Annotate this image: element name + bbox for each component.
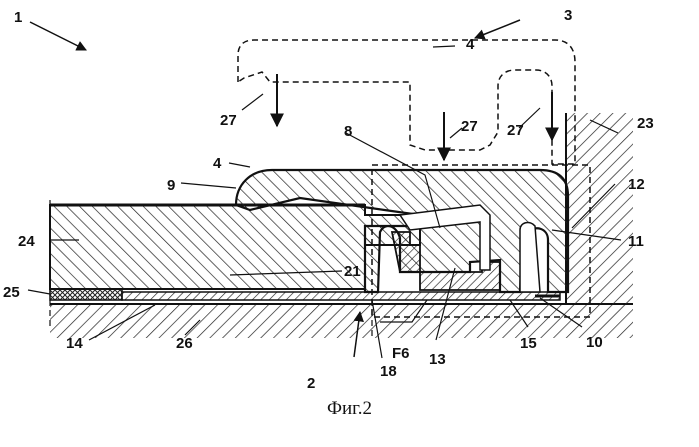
label-9: 9 [167, 177, 175, 194]
label-2: 2 [307, 375, 315, 392]
subfloor-26 [50, 304, 633, 338]
underlay-25 [50, 289, 122, 300]
label-1: 1 [14, 9, 22, 26]
label-8: 8 [344, 123, 352, 140]
label-27-middle: 27 [461, 118, 478, 135]
label-15: 15 [520, 335, 537, 352]
label-11: 11 [628, 233, 644, 250]
label-4-top: 4 [466, 36, 475, 53]
label-3: 3 [564, 7, 572, 24]
label-10: 10 [586, 334, 603, 351]
label-27-right: 27 [507, 122, 524, 139]
clip-11 [520, 223, 540, 292]
label-12: 12 [628, 176, 645, 193]
label-21: 21 [344, 263, 361, 280]
label-F6: F6 [392, 345, 410, 362]
label-27-left: 27 [220, 112, 237, 129]
label-23: 23 [637, 115, 654, 132]
label-4-profile: 4 [213, 155, 222, 172]
wall-23 [566, 113, 633, 304]
label-13: 13 [429, 351, 446, 368]
cover-outline-3 [238, 40, 575, 164]
label-25: 25 [3, 284, 20, 301]
base-strip-14 [122, 292, 560, 300]
label-26: 26 [176, 335, 193, 352]
label-18: 18 [380, 363, 397, 380]
label-24: 24 [18, 233, 35, 250]
figure-caption: Фиг.2 [0, 398, 699, 420]
label-14: 14 [66, 335, 83, 352]
